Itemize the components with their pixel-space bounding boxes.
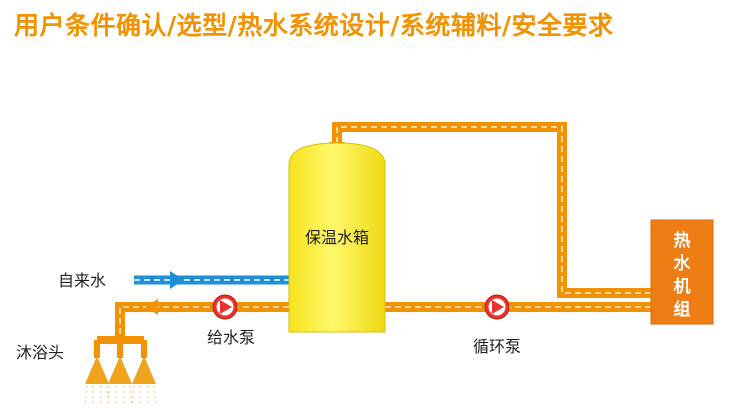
supply-pump-icon: [212, 294, 238, 320]
circulation-pump-icon: [484, 294, 510, 320]
supply-pipe: [115, 299, 289, 340]
shower-head-icon: [84, 336, 157, 406]
insulated-tank: 保温水箱: [288, 142, 386, 333]
heater-label-1: 热: [674, 230, 691, 251]
tank-label: 保温水箱: [305, 228, 369, 247]
heater-label-4: 组: [674, 299, 691, 320]
supply-pump-label: 给水泵: [207, 328, 255, 347]
supply-arrow: [145, 299, 158, 315]
page-title: 用户条件确认/选型/热水系统设计/系统辅料/安全要求: [14, 11, 614, 40]
heat-pump-unit: 热 水 机 组: [650, 219, 714, 325]
shower-label: 沐浴头: [16, 343, 64, 362]
cold-water-pipe: [134, 271, 289, 289]
circulation-pump-label: 循环泵: [473, 337, 521, 356]
heater-label-3: 机: [674, 276, 691, 297]
heater-label-2: 水: [674, 253, 692, 274]
cold-water-arrow: [170, 271, 184, 289]
cold-water-label: 自来水: [58, 271, 106, 290]
